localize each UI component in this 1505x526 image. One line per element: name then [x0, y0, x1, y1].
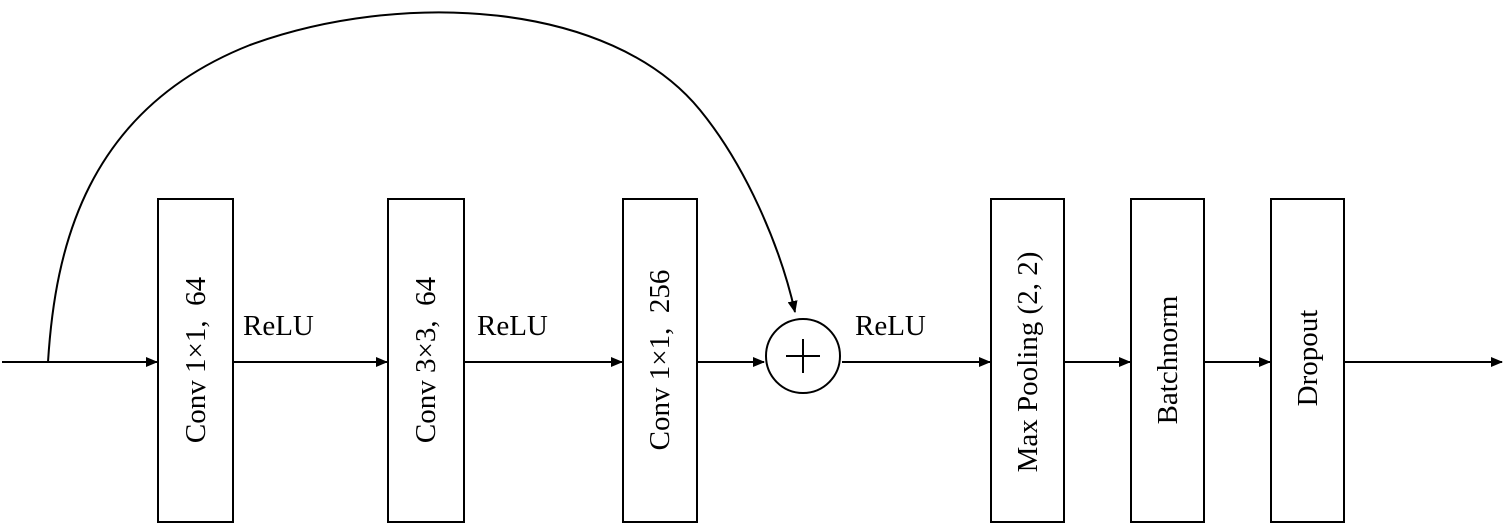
dropout-label: Dropout	[1292, 310, 1324, 407]
maxpool-block: Max Pooling (2, 2)	[990, 198, 1065, 523]
conv3-block: Conv 1×1, 256	[622, 198, 698, 523]
conv3-label: Conv 1×1, 256	[644, 270, 676, 451]
batchnorm-block: Batchnorm	[1130, 198, 1205, 523]
relu-label-2: ReLU	[477, 310, 548, 342]
conv1-label: Conv 1×1, 64	[180, 276, 212, 443]
dropout-block: Dropout	[1270, 198, 1345, 523]
add-node	[765, 318, 841, 394]
relu-label-3: ReLU	[855, 310, 926, 342]
conv2-block: Conv 3×3, 64	[387, 198, 465, 523]
relu-label-1: ReLU	[243, 310, 314, 342]
batchnorm-label: Batchnorm	[1152, 295, 1184, 424]
skip-connection-arrow	[47, 11, 798, 363]
maxpool-label: Max Pooling (2, 2)	[1012, 252, 1044, 473]
conv2-label: Conv 3×3, 64	[410, 276, 442, 443]
conv1-block: Conv 1×1, 64	[157, 198, 234, 523]
